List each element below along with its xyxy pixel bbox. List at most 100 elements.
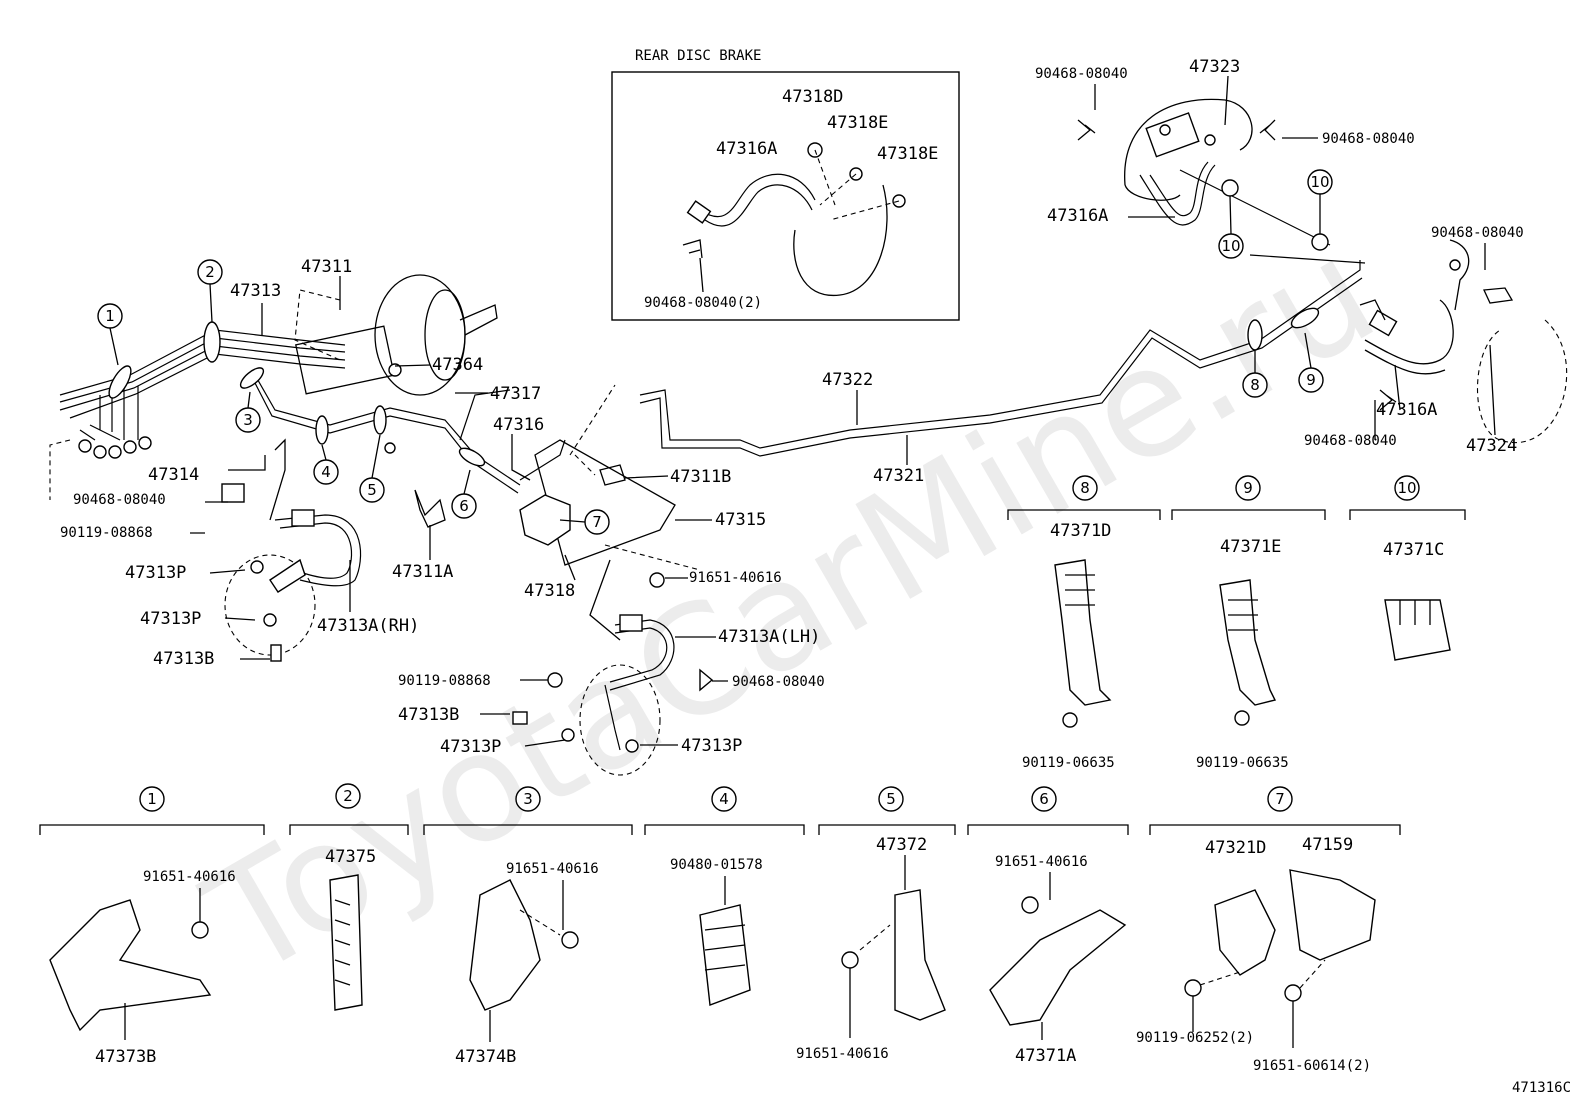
inset-label-47318d: 47318D [782,87,843,107]
watermark: ToyotaCarMine.ru [180,205,1403,1011]
label-47316: 47316 [493,415,544,435]
bolt-icon [841,951,859,969]
label-90119-b: 90119-08868 [398,673,491,689]
bolt-icon [561,931,579,949]
clamp-icon [989,909,1127,1026]
label-47323: 47323 [1189,57,1240,77]
svg-text:2: 2 [205,263,215,281]
detail-group-6: 6 91651-40616 47371A [967,786,1129,1066]
label-47374b: 47374B [455,1047,516,1067]
svg-text:3: 3 [523,790,533,808]
bolt-icon [1021,896,1039,914]
label-47313b-b: 47313B [398,705,459,725]
label-47375: 47375 [325,847,376,867]
bolt-icon [1184,979,1202,997]
svg-text:2: 2 [343,787,353,805]
detail-group-5: 5 47372 91651-40616 [796,786,956,1062]
label-47373b: 47373B [95,1047,156,1067]
label-47313p-d: 47313P [681,736,742,756]
detail-group-3: 3 91651-40616 47374B [423,786,633,1067]
label-47371e: 47371E [1220,537,1281,557]
label-47313p-c: 47313P [440,737,501,757]
label-47315: 47315 [715,510,766,530]
label-90119-06252: 90119-06252(2) [1136,1030,1254,1046]
label-90468-c: 90468-08040 [1035,66,1128,82]
label-47311b: 47311B [670,467,731,487]
clamp-icon [1219,579,1277,706]
label-47313: 47313 [230,281,281,301]
detail-group-2: 2 47375 [289,783,409,1011]
label-47324: 47324 [1466,436,1517,456]
label-47313a-lh: 47313A(LH) [718,627,820,647]
label-47314: 47314 [148,465,199,485]
label-91651-40616-5: 91651-40616 [796,1046,889,1062]
detail-group-7: 7 47321D 47159 90119-06252(2) 91651-6061… [1136,786,1401,1074]
detail-group-9: 9 47371E 90119-06635 [1171,475,1326,771]
svg-text:1: 1 [147,790,157,808]
leader-lines [190,75,1496,747]
label-47322: 47322 [822,370,873,390]
inset-label-90468: 90468-08040(2) [644,295,762,311]
svg-text:3: 3 [243,411,253,429]
svg-text:9: 9 [1306,371,1316,389]
clamp-icon [329,874,363,1011]
svg-text:4: 4 [321,463,331,481]
proportioning-valve-icon [1214,889,1276,976]
label-90468-d: 90468-08040 [1322,131,1415,147]
label-90119-06635-b: 90119-06635 [1196,755,1289,771]
label-91651-40616-1: 91651-40616 [143,869,236,885]
svg-text:10: 10 [1221,237,1240,255]
label-90468-f: 90468-08040 [1304,433,1397,449]
svg-text:5: 5 [367,481,377,499]
svg-text:9: 9 [1243,479,1253,497]
detail-group-10: 10 47371C [1349,475,1466,661]
label-90480-01578: 90480-01578 [670,857,763,873]
label-47313a-rh: 47313A(RH) [317,616,419,636]
master-cylinder-area [49,274,714,776]
svg-text:8: 8 [1250,376,1260,394]
label-47321d: 47321D [1205,838,1266,858]
bolt-icon [1234,710,1250,726]
svg-text:10: 10 [1397,479,1416,497]
bolt-icon [1062,712,1078,728]
bracket-icon [1289,869,1376,961]
label-90468-e: 90468-08040 [1431,225,1524,241]
label-47317: 47317 [490,384,541,404]
label-91651-40616-6: 91651-40616 [995,854,1088,870]
svg-text:7: 7 [1275,790,1285,808]
label-47159: 47159 [1302,835,1353,855]
label-47321: 47321 [873,466,924,486]
label-47313p-a: 47313P [125,563,186,583]
label-47372: 47372 [876,835,927,855]
label-91651-60614: 91651-60614(2) [1253,1058,1371,1074]
svg-text:7: 7 [592,513,602,531]
label-47318: 47318 [524,581,575,601]
label-47311: 47311 [301,257,352,277]
detail-group-4: 4 90480-01578 [644,786,805,1006]
svg-text:1: 1 [105,307,115,325]
clamp-icon [1054,559,1112,706]
callout-labels: 47311 47313 47364 47317 47316 47314 9046… [60,57,1524,757]
label-47371c: 47371C [1383,540,1444,560]
inset-title: REAR DISC BRAKE [635,48,761,64]
clamp-icon [49,899,212,1032]
svg-text:6: 6 [1039,790,1049,808]
rear-right-brake [1077,98,1568,443]
detail-group-8: 8 47371D 90119-06635 [1007,475,1161,771]
bolt-icon [191,921,209,939]
label-47311a: 47311A [392,562,453,582]
label-47313b-a: 47313B [153,649,214,669]
label-47364: 47364 [432,355,483,375]
svg-text:4: 4 [719,790,729,808]
detail-group-1: 1 91651-40616 47373B [39,786,265,1067]
label-47371a: 47371A [1015,1046,1076,1066]
label-90468-a: 90468-08040 [73,492,166,508]
svg-text:6: 6 [459,497,469,515]
clamp-icon [469,879,541,1011]
label-47371d: 47371D [1050,521,1111,541]
label-91651-a: 91651-40616 [689,570,782,586]
label-47316a-b: 47316A [1376,400,1437,420]
label-47313p-b: 47313P [140,609,201,629]
bolt-icon [1284,984,1302,1002]
